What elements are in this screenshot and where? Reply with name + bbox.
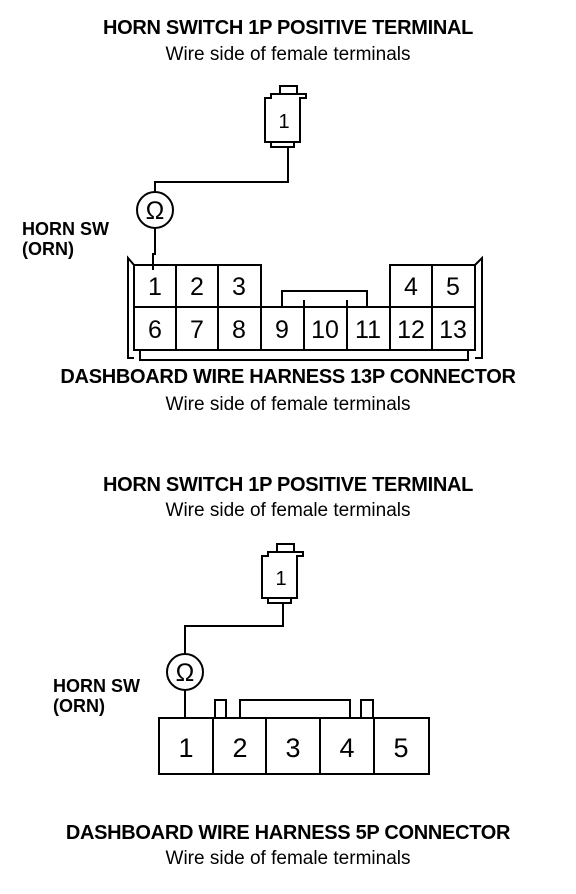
diagram1-connector-pin-12: 12 [397,316,425,344]
diagram1-title: HORN SWITCH 1P POSITIVE TERMINAL [102,17,474,39]
diagram1-terminal-pin: 1 [278,111,289,133]
diagram2-connector-title: DASHBOARD WIRE HARNESS 5P CONNECTOR [65,822,511,844]
diagram1-connector-pin-1: 1 [148,273,162,301]
diagram2-connector-pin-2: 2 [232,733,247,763]
diagram1-probe-wire [154,147,289,192]
diagram2-ohm-symbol: Ω [176,659,195,687]
diagram1-horn-terminal: 1 [264,85,307,148]
diagram1-connector-pin-13: 13 [439,316,467,344]
diagram1-connector-pin-5: 5 [446,273,460,301]
diagram1-13p-connector [127,255,483,361]
diagram1-connector-pin-10: 10 [311,316,339,344]
diagram2-switch-wire: (ORN) [53,696,105,716]
diagram1-switch-name: HORN SW [22,219,109,239]
diagram2-connector-pins: 1 2 3 4 5 [178,733,408,763]
diagram1-connector-title: DASHBOARD WIRE HARNESS 13P CONNECTOR [60,366,516,388]
diagram2-connector-pin-4: 4 [339,733,354,763]
diagram1-ohm-symbol: Ω [146,197,165,225]
diagram1-probe-wire-lower [152,228,156,270]
diagram2-5p-connector [158,699,430,775]
diagram2-connector-pin-1: 1 [178,733,193,763]
diagram2-switch-label: HORN SW (ORN) [53,676,140,716]
diagram1-connector-pin-4: 4 [404,273,418,301]
diagram2-switch-name: HORN SW [53,676,140,696]
diagram2-ohmmeter-icon: Ω [166,653,204,691]
diagram1-connector-pin-3: 3 [232,273,246,301]
diagram1-connector-pin-7: 7 [190,316,204,344]
diagram1-ohmmeter-icon: Ω [136,191,174,229]
diagram1-connector-pin-9: 9 [275,316,289,344]
diagram2-connector-subtitle: Wire side of female terminals [165,848,411,869]
diagram1-connector-pin-11: 11 [355,316,381,344]
diagram1-switch-label: HORN SW (ORN) [22,219,109,259]
diagram1-connector-pin-2: 2 [190,273,204,301]
diagram2-connector-pin-5: 5 [393,733,408,763]
diagram2-probe-wire [184,603,284,654]
diagram2-subtitle: Wire side of female terminals [165,500,411,521]
diagram2-title: HORN SWITCH 1P POSITIVE TERMINAL [102,474,474,496]
diagram2-horn-terminal: 1 [261,543,304,604]
diagram1-switch-wire: (ORN) [22,239,74,259]
diagram1-connector-subtitle: Wire side of female terminals [165,394,411,415]
diagram1-connector-pin-8: 8 [232,316,246,344]
diagram2-terminal-pin: 1 [275,568,286,590]
diagram1-subtitle: Wire side of female terminals [165,44,411,65]
diagram1-connector-pin-6: 6 [148,316,162,344]
diagram2-connector-pin-3: 3 [285,733,300,763]
